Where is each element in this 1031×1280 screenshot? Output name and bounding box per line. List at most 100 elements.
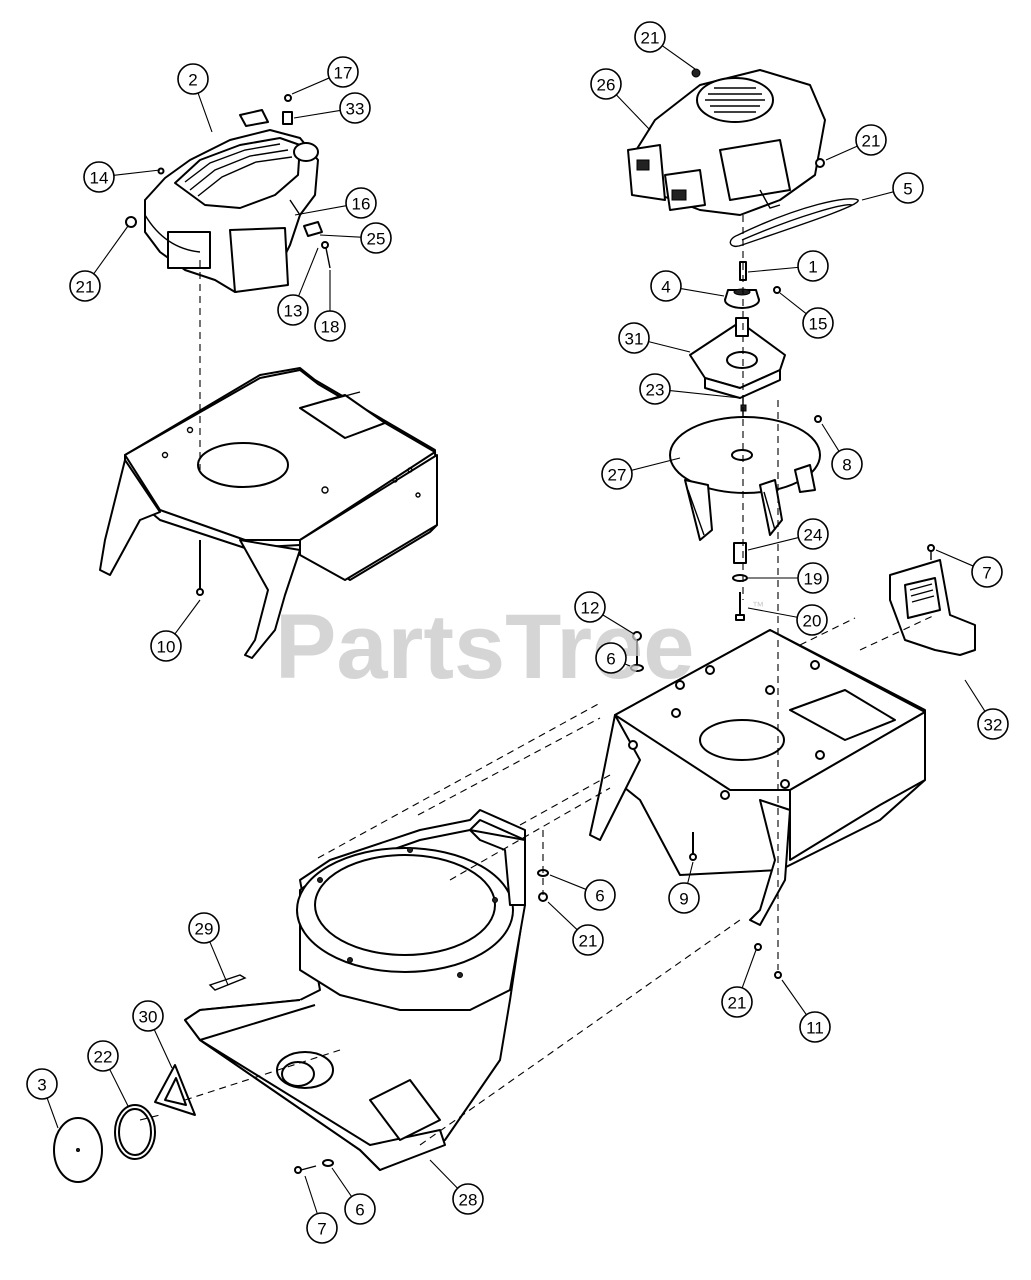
callout-number: 18 xyxy=(321,318,340,337)
callout-circle xyxy=(360,222,392,254)
callout-number: 21 xyxy=(862,132,881,151)
callout-circle xyxy=(572,924,604,956)
callout-5: 5 xyxy=(861,172,924,204)
callout-21: 21 xyxy=(634,21,696,70)
washer-6-bottom xyxy=(322,1159,334,1167)
callout-16: 16 xyxy=(294,187,377,219)
callout-circle xyxy=(797,562,829,594)
leader-line xyxy=(861,191,894,201)
left-engine-hardware xyxy=(125,94,331,269)
callout-number: 1 xyxy=(808,258,817,277)
bolt-7-bottom xyxy=(294,1165,317,1174)
callout-number: 12 xyxy=(581,599,600,618)
callout-8: 8 xyxy=(821,423,863,480)
callout-30: 30 xyxy=(132,1000,173,1069)
callout-17: 17 xyxy=(291,56,359,95)
callout-15: 15 xyxy=(779,292,834,339)
callout-circle xyxy=(83,161,115,193)
callout-circle xyxy=(177,63,209,95)
callout-circle xyxy=(87,1040,119,1072)
leader-line xyxy=(602,614,635,635)
callout-circle xyxy=(634,21,666,53)
nut-21-top xyxy=(691,68,701,78)
callout-24: 24 xyxy=(747,518,829,551)
callout-21: 21 xyxy=(721,949,757,1018)
callout-number: 9 xyxy=(679,890,688,909)
callout-21: 21 xyxy=(825,124,887,161)
callout-26: 26 xyxy=(590,68,651,131)
cap xyxy=(53,1117,103,1183)
callout-circle xyxy=(306,1212,338,1244)
callout-22: 22 xyxy=(87,1040,129,1107)
leader-line xyxy=(109,1069,129,1107)
leader-line xyxy=(93,225,129,275)
leader-line xyxy=(294,205,347,216)
leader-line xyxy=(291,77,330,95)
callout-10: 10 xyxy=(150,599,201,662)
callout-circle xyxy=(971,556,1003,588)
bolt-10 xyxy=(196,540,204,596)
callout-number: 5 xyxy=(903,180,912,199)
callout-number: 26 xyxy=(597,76,616,95)
leader-line xyxy=(747,537,799,551)
bolt-20 xyxy=(735,592,745,621)
callout-21: 21 xyxy=(547,901,604,956)
washer-6-right xyxy=(630,664,644,672)
callout-6: 6 xyxy=(595,642,631,674)
callout-number: 3 xyxy=(37,1076,46,1095)
callout-number: 24 xyxy=(804,526,823,545)
callout-circle xyxy=(574,591,606,623)
callout-circle xyxy=(345,187,377,219)
leader-line xyxy=(624,663,631,667)
callout-20: 20 xyxy=(747,604,828,636)
callout-number: 21 xyxy=(641,29,660,48)
callout-circle xyxy=(892,172,924,204)
nut-21-right xyxy=(815,158,825,168)
callout-circle xyxy=(796,604,828,636)
leader-line xyxy=(174,599,201,635)
leader-line xyxy=(197,92,213,133)
callout-number: 33 xyxy=(346,100,365,119)
callout-number: 27 xyxy=(608,466,627,485)
callout-21: 21 xyxy=(69,225,129,302)
callout-circle xyxy=(721,986,753,1018)
callout-number: 29 xyxy=(195,920,214,939)
callout-number: 19 xyxy=(804,570,823,589)
leader-line xyxy=(46,1097,59,1129)
callout-19: 19 xyxy=(748,562,829,594)
clamp-ring-inner xyxy=(118,1108,152,1156)
callout-number: 6 xyxy=(355,1201,364,1220)
callout-12: 12 xyxy=(574,591,635,635)
leader-line xyxy=(153,1029,173,1069)
bolt-7-top xyxy=(927,544,935,560)
callout-circle xyxy=(452,1183,484,1215)
callout-number: 14 xyxy=(90,169,109,188)
leader-line xyxy=(779,292,807,315)
leader-line xyxy=(747,607,798,618)
callout-circle xyxy=(132,1000,164,1032)
callout-number: 30 xyxy=(139,1008,158,1027)
callout-circle xyxy=(327,56,359,88)
callout-2: 2 xyxy=(177,63,213,133)
callout-circle xyxy=(639,373,671,405)
callout-circle xyxy=(601,458,633,490)
callout-13: 13 xyxy=(277,247,319,326)
watermark-text: PartsTree xyxy=(275,596,694,698)
callout-3: 3 xyxy=(26,1068,59,1129)
callout-number: 4 xyxy=(661,278,670,297)
engine-left xyxy=(144,109,319,293)
callout-23: 23 xyxy=(639,373,741,405)
callout-number: 31 xyxy=(625,330,644,349)
leader-line xyxy=(549,874,587,890)
callout-number: 15 xyxy=(809,315,828,334)
leader-line xyxy=(781,979,807,1016)
callout-circle xyxy=(977,708,1009,740)
callout-circle xyxy=(69,270,101,302)
callout-6: 6 xyxy=(549,874,616,911)
leader-line xyxy=(669,390,741,399)
callout-9: 9 xyxy=(668,861,700,914)
callout-number: 6 xyxy=(595,887,604,906)
callout-number: 8 xyxy=(842,456,851,475)
leader-line xyxy=(680,288,725,297)
callout-number: 32 xyxy=(984,716,1003,735)
